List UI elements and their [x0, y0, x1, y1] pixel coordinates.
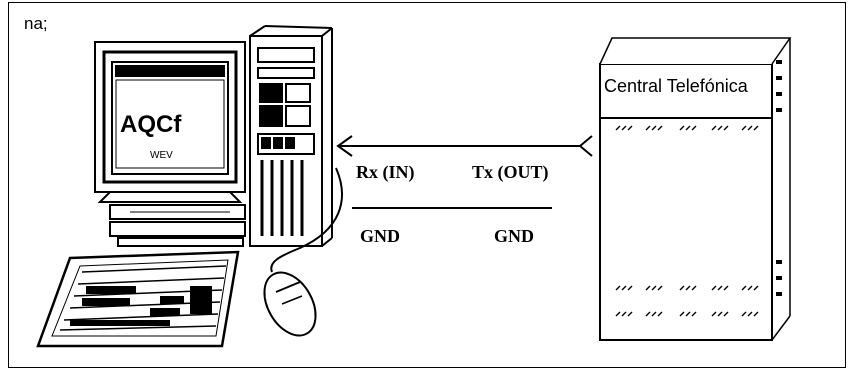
- diagram-frame: [8, 2, 846, 368]
- exchange-title: Central Telefónica: [604, 76, 749, 96]
- telephone-exchange-icon: [599, 37, 792, 341]
- rx-tx-line: [336, 135, 593, 157]
- corner-label: na;: [24, 14, 48, 33]
- tx-label: Tx (OUT): [472, 162, 549, 183]
- gnd-right-label: GND: [494, 226, 534, 246]
- computer-icon: [36, 25, 343, 348]
- gnd-left-label: GND: [360, 226, 400, 246]
- monitor-logo-text: AQCf: [120, 111, 182, 138]
- monitor-screen: [111, 61, 229, 175]
- monitor-sub-text: WEV: [150, 150, 173, 161]
- mouse-icon: [263, 271, 317, 337]
- rx-label: Rx (IN): [356, 162, 415, 183]
